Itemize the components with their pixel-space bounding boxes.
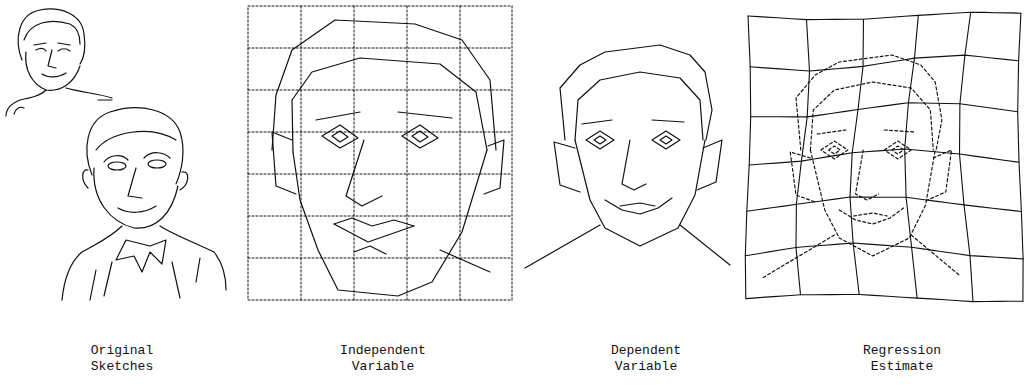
panel-caption: Dependent Variable (596, 343, 696, 375)
dependent-face (525, 45, 730, 268)
dotted-grid (248, 6, 512, 300)
independent-face (272, 20, 504, 296)
grid-line (746, 295, 1023, 302)
grid-line (905, 15, 919, 298)
panel-caption: Original Sketches (72, 343, 172, 375)
grid-line (1018, 13, 1023, 301)
panel-caption: Independent Variable (333, 343, 433, 375)
panel-caption: Regression Estimate (852, 343, 952, 375)
original-sketch (6, 9, 112, 116)
grid-line (749, 149, 1019, 165)
grid-line (747, 197, 1022, 212)
grid-line (960, 12, 974, 301)
grid-line (750, 55, 1018, 71)
estimated-face (762, 55, 959, 278)
grid-line (745, 16, 750, 299)
warped-grid (745, 12, 1023, 301)
original-sketch (62, 108, 226, 300)
grid-line (748, 12, 1021, 19)
grid-line (751, 103, 1018, 117)
